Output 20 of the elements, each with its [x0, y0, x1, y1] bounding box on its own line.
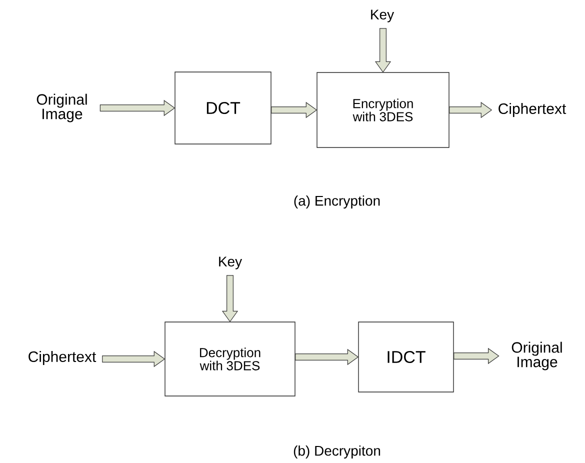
node-text: Original Image: [36, 94, 87, 122]
arrow: [271, 102, 318, 118]
arrow: [100, 100, 176, 116]
arrow: [222, 275, 238, 322]
arrow: [295, 348, 359, 366]
node-text: Key: [219, 256, 242, 270]
caption: (b) Decrypiton: [294, 445, 380, 459]
node-text: Ciphertext: [498, 103, 566, 117]
node-text: Ciphertext: [28, 351, 96, 365]
process-box: IDCT: [358, 322, 454, 392]
caption: (a) Encryption: [294, 195, 380, 209]
node-text: Key: [371, 10, 394, 22]
node-text: Original Image: [512, 342, 562, 370]
process-box: Encryption with 3DES: [316, 72, 450, 148]
process-box: Decryption with 3DES: [164, 322, 296, 396]
process-box: DCT: [174, 72, 272, 144]
arrow: [449, 102, 492, 118]
arrow: [374, 28, 392, 73]
arrow: [454, 348, 500, 364]
arrow: [102, 350, 166, 368]
